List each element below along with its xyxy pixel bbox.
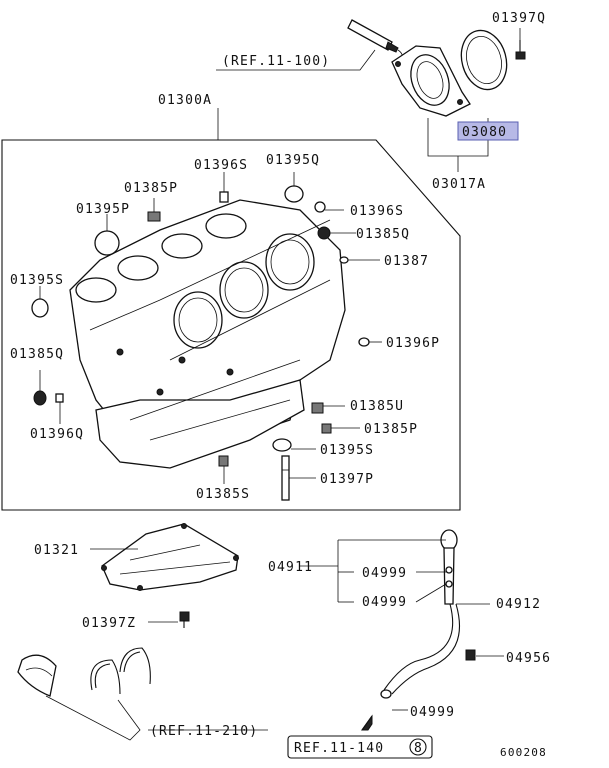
label-01385Q-right[interactable]: 01385Q	[356, 227, 410, 242]
oil-level-gauge[interactable]	[440, 529, 458, 605]
label-01397P[interactable]: 01397P	[320, 472, 374, 487]
rear-oil-seal[interactable]	[455, 25, 513, 94]
label-01385P-right[interactable]: 01385P	[364, 422, 418, 437]
label-01397Q[interactable]: 01397Q	[492, 11, 546, 26]
thrust-bearing[interactable]	[17, 654, 57, 697]
label-01395S-right[interactable]: 01395S	[320, 443, 374, 458]
engine-block-frame	[1, 139, 461, 511]
pin-01387[interactable]	[339, 256, 349, 264]
bolt-01397Q[interactable]	[515, 40, 526, 60]
rear-oil-seal-retainer[interactable]	[391, 45, 471, 117]
label-ref-11-210[interactable]: (REF.11-210)	[150, 724, 258, 739]
plug-01385Q-left[interactable]	[33, 390, 47, 406]
label-04956[interactable]: 04956	[506, 651, 551, 666]
label-01395S-left[interactable]: 01395S	[10, 273, 64, 288]
label-01385S[interactable]: 01385S	[196, 487, 250, 502]
label-01395Q-top[interactable]: 01395Q	[266, 153, 320, 168]
plug-01385P-right[interactable]	[321, 423, 332, 434]
label-04911[interactable]: 04911	[268, 560, 313, 575]
label-04999-a[interactable]: 04999	[362, 566, 407, 581]
label-01396S-right[interactable]: 01396S	[350, 204, 404, 219]
plug-01395S-right[interactable]	[272, 438, 292, 452]
plug-01396S-right[interactable]	[314, 201, 326, 213]
bolt-01397P[interactable]	[281, 455, 290, 501]
label-04999-c[interactable]: 04999	[410, 705, 455, 720]
label-01396P[interactable]: 01396P	[386, 336, 440, 351]
label-01397Z[interactable]: 01397Z	[82, 616, 136, 631]
label-ref-11-140-number: 8	[414, 741, 423, 756]
label-04912[interactable]: 04912	[496, 597, 541, 612]
label-01395P[interactable]: 01395P	[76, 202, 130, 217]
label-03017A[interactable]: 03017A	[432, 177, 486, 192]
label-04999-b[interactable]: 04999	[362, 595, 407, 610]
plug-01385U[interactable]	[311, 402, 324, 414]
label-01385Q-left[interactable]: 01385Q	[10, 347, 64, 362]
crankshaft-bearing-pair[interactable]	[90, 647, 151, 695]
oil-baffle-plate[interactable]	[101, 523, 239, 591]
label-01300A[interactable]: 01300A	[158, 93, 212, 108]
cylinder-block[interactable]	[69, 199, 346, 469]
plug-01385S[interactable]	[218, 455, 229, 467]
label-ref-11-140[interactable]: REF.11-140	[294, 741, 384, 756]
diagram-code: 600208	[500, 746, 547, 759]
ref-11-140-badge	[409, 738, 427, 756]
plug-01395Q-top[interactable]	[284, 185, 304, 203]
plug-01385Q-right[interactable]	[317, 226, 331, 240]
label-01396S-top[interactable]: 01396S	[194, 158, 248, 173]
plug-01396P[interactable]	[358, 337, 370, 347]
label-ref-11-100[interactable]: (REF.11-100)	[222, 54, 330, 69]
label-03080[interactable]: 03080	[462, 125, 507, 140]
ref-11-140-box	[287, 735, 433, 759]
plug-01395P[interactable]	[94, 230, 120, 256]
plug-01396Q[interactable]	[55, 393, 64, 403]
plug-01395S-left[interactable]	[31, 298, 49, 318]
oil-level-gauge-guide[interactable]	[380, 603, 460, 699]
label-01396Q[interactable]: 01396Q	[30, 427, 84, 442]
sealant-tube[interactable]	[347, 19, 403, 61]
label-01385P-left[interactable]: 01385P	[124, 181, 178, 196]
label-01321[interactable]: 01321	[34, 543, 79, 558]
label-01385U[interactable]: 01385U	[350, 399, 404, 414]
arrow-to-ref-11-140	[361, 714, 373, 731]
plug-01385P-left[interactable]	[147, 211, 161, 222]
plug-01396S-top[interactable]	[219, 191, 229, 203]
label-01387[interactable]: 01387	[384, 254, 429, 269]
highlight-03080	[457, 121, 519, 141]
bolt-01397Z[interactable]	[179, 611, 190, 628]
bolt-04956[interactable]	[465, 649, 476, 661]
